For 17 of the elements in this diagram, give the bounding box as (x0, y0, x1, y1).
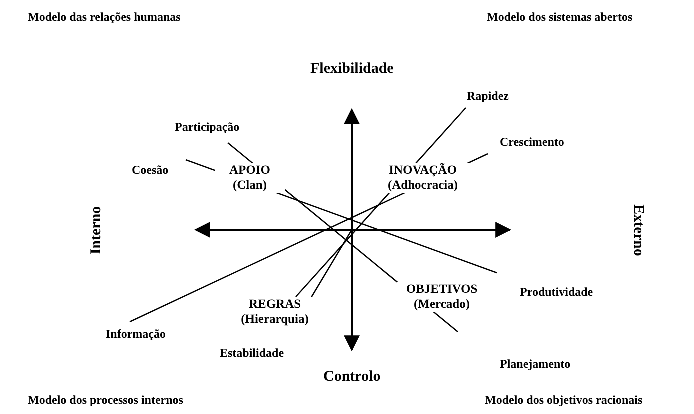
dimension-label: Coesão (132, 163, 169, 177)
dimension-label: Produtividade (520, 285, 594, 299)
dimension-label: Informação (106, 327, 166, 341)
axis-label: Interno (88, 206, 106, 254)
corner-heading: Modelo dos processos internos (28, 393, 184, 407)
dimension-label: Participação (175, 120, 240, 134)
dimension-label: Planejamento (500, 357, 571, 371)
quadrant-label: APOIO (Clan) (215, 163, 285, 193)
axis-label: Controlo (324, 369, 381, 386)
corner-heading: Modelo dos objetivos racionais (485, 393, 643, 407)
corner-heading: Modelo das relações humanas (28, 10, 181, 24)
axis-label: Externo (629, 204, 646, 256)
dimension-label: Rapidez (467, 89, 509, 103)
axis-label: Flexibilidade (310, 61, 394, 78)
corner-heading: Modelo dos sistemas abertos (487, 10, 633, 24)
dimension-label: Estabilidade (220, 346, 284, 360)
dimension-label: Crescimento (500, 135, 564, 149)
